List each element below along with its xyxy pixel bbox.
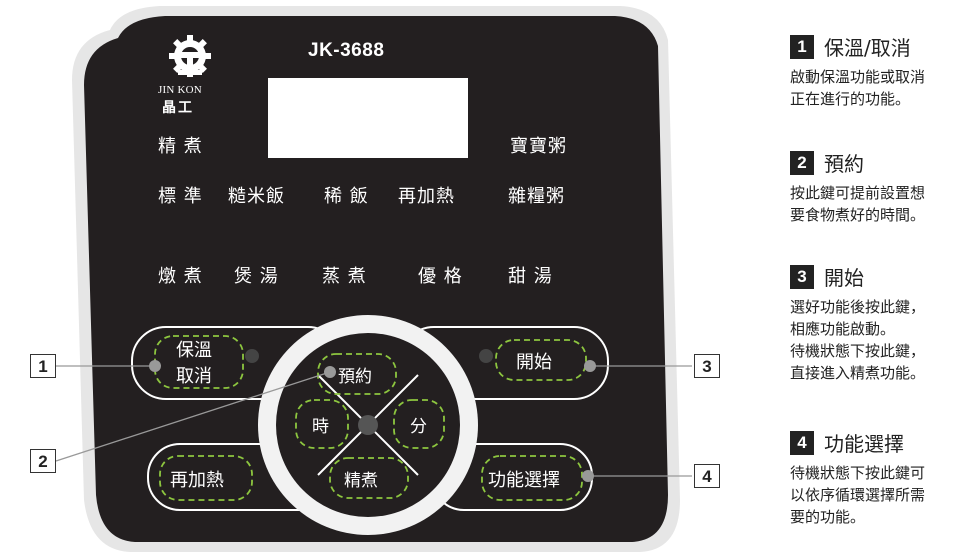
center-dot [358,415,378,435]
warm-label: 保溫 [176,340,212,361]
start-button[interactable]: 開始 [516,352,552,373]
menu-brown-rice: 糙米飯 [228,186,285,207]
section-3-line: 直接進入精煮功能。 [790,364,926,382]
brand-logo-icon [169,35,211,77]
minute-button[interactable]: 分 [410,417,427,437]
section-3-header: 3 開始 [790,262,864,291]
cancel-label: 取消 [176,366,212,387]
section-1-body: 啟動保溫功能或取消 正在進行的功能。 [790,66,925,110]
menu-grain-porridge: 雜糧粥 [508,186,565,207]
reheat-button[interactable]: 再加熱 [170,470,224,491]
section-3-number: 3 [790,264,814,289]
section-4-title: 功能選擇 [824,432,904,456]
menu-reheat: 再加熱 [398,186,455,207]
section-1-line: 啟動保溫功能或取消 [790,68,926,86]
section-3-line: 相應功能啟動。 [790,320,896,338]
section-2-number: 2 [790,150,814,175]
section-2-title: 預約 [824,152,864,176]
section-3-title: 開始 [824,266,864,290]
section-2-line: 按此鍵可提前設置想 [790,184,926,202]
section-3-line: 選好功能後按此鍵， [790,298,926,316]
menu-baby-porridge: 寶寶粥 [510,136,567,157]
section-4-line: 待機狀態下按此鍵可 [790,464,926,482]
lcd-display [268,78,468,158]
menu-congee: 稀 飯 [324,186,369,207]
menu-soup: 煲 湯 [234,266,279,287]
section-1-number: 1 [790,34,814,59]
brand-name-en: JIN KON [158,84,202,96]
callout-1: 1 [30,354,56,378]
menu-yogurt: 優 格 [418,266,463,287]
section-4-body: 待機狀態下按此鍵可 以依序循環選擇所需 要的功能。 [790,462,925,528]
section-4-header: 4 功能選擇 [790,428,904,457]
brand-name-zh: 晶工 [162,100,194,116]
function-select-button[interactable]: 功能選擇 [488,470,560,491]
section-2-body: 按此鍵可提前設置想 要食物煮好的時間。 [790,182,925,226]
section-4-number: 4 [790,430,814,455]
callout-3: 3 [694,354,720,378]
section-1-header: 1 保溫/取消 [790,32,911,61]
section-4-line: 要的功能。 [790,508,866,526]
menu-steam: 蒸 煮 [322,266,367,287]
section-2-header: 2 預約 [790,148,864,177]
model-number: JK-3688 [308,40,385,61]
fine-cook-button[interactable]: 精煮 [344,471,378,491]
panel-face [84,16,668,542]
section-1-line: 正在進行的功能。 [790,90,911,108]
section-3-body: 選好功能後按此鍵， 相應功能啟動。 待機狀態下按此鍵， 直接進入精煮功能。 [790,296,925,384]
section-4-line: 以依序循環選擇所需 [790,486,926,504]
callout-4: 4 [694,464,720,488]
warm-cancel-button[interactable]: 保溫 取消 [176,336,212,388]
menu-fine-cook: 精 煮 [158,136,203,157]
menu-sweet-soup: 甜 湯 [508,266,553,287]
section-2-line: 要食物煮好的時間。 [790,206,926,224]
callout-2: 2 [30,449,56,473]
hour-button[interactable]: 時 [312,417,329,437]
reserve-button[interactable]: 預約 [338,367,372,387]
menu-standard: 標 準 [158,186,203,207]
section-1-title: 保溫/取消 [824,36,911,60]
menu-stew: 燉 煮 [158,266,203,287]
start-led [479,349,493,363]
warm-led [245,349,259,363]
section-3-line: 待機狀態下按此鍵， [790,342,926,360]
